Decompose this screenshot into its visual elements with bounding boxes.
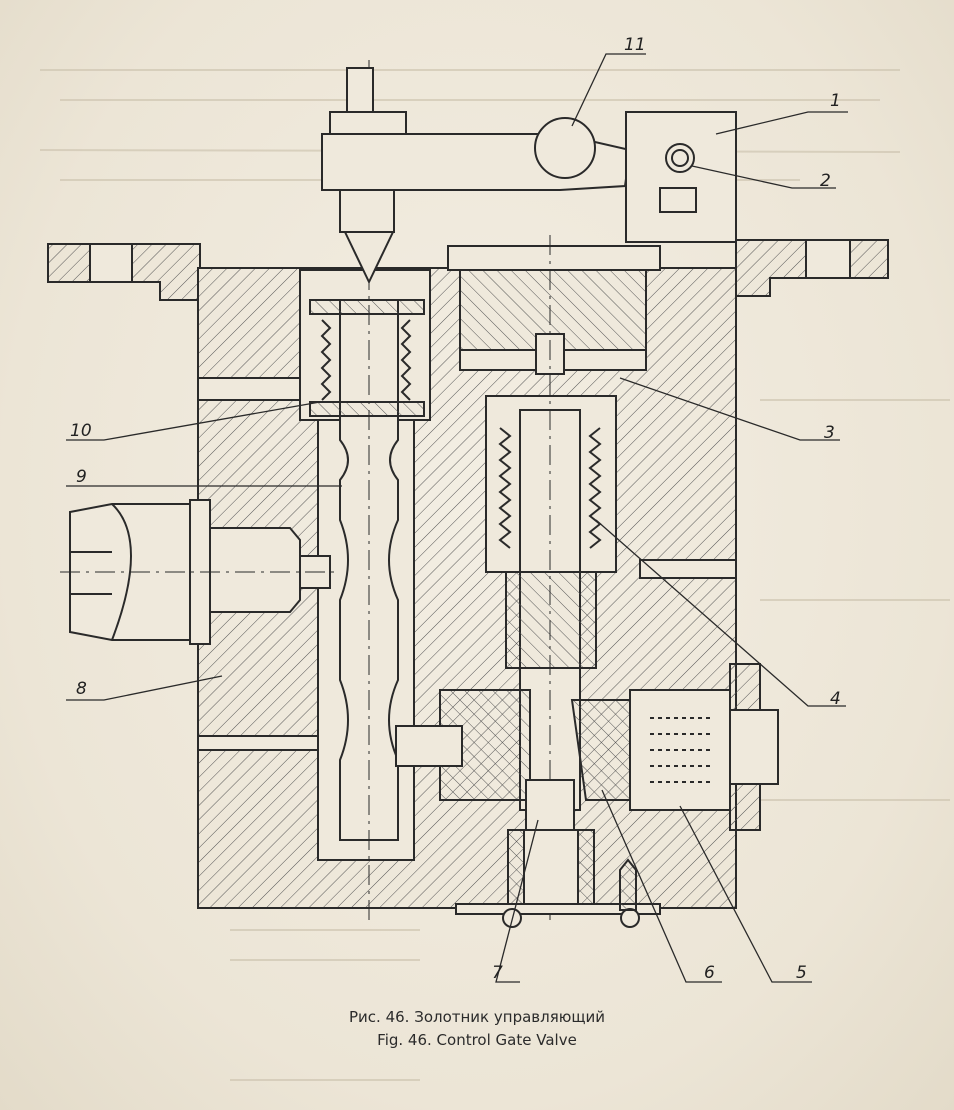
callout-3: 3 (824, 423, 835, 443)
left-spring (309, 299, 425, 417)
callout-11: 11 (624, 35, 646, 55)
callout-labels: 1 2 3 4 5 6 7 8 9 10 11 (70, 35, 841, 983)
callout-10: 10 (70, 421, 92, 441)
caption-russian: Рис. 46. Золотник управляющий (349, 1008, 605, 1026)
caption-english: Fig. 46. Control Gate Valve (377, 1031, 577, 1049)
callout-2: 2 (820, 171, 831, 191)
lever-assembly (321, 67, 737, 285)
callout-1: 1 (830, 91, 841, 111)
callout-7: 7 (492, 963, 503, 983)
leader-lines (66, 53, 848, 983)
spool-bore (299, 60, 431, 925)
check-valve-assembly (395, 663, 779, 928)
callout-5: 5 (796, 963, 807, 983)
hex-nut-fitting (60, 499, 340, 645)
callout-8: 8 (76, 679, 87, 699)
callout-9: 9 (76, 467, 87, 487)
callout-6: 6 (704, 963, 715, 983)
callout-4: 4 (830, 689, 841, 709)
